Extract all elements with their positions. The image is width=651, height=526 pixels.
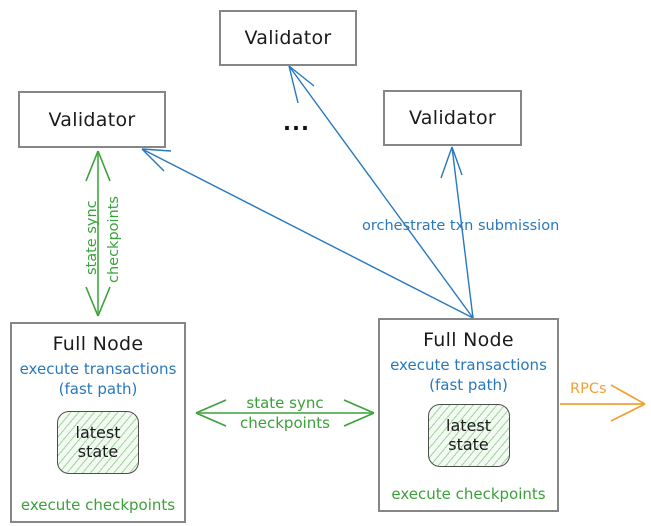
state-sync-horizontal-label-line-2: checkpoints xyxy=(240,414,330,433)
state-sync-vertical-label-line-1: state sync xyxy=(84,200,100,275)
validator-label: Validator xyxy=(48,108,136,131)
latest-state-line-1: latest xyxy=(446,415,491,435)
fullnode-green-line: execute checkpoints xyxy=(391,484,546,503)
fullnode-title: Full Node xyxy=(52,333,144,355)
validator-box-top[interactable]: Validator xyxy=(219,10,357,66)
fullnode-blue-line-1: execute transactions xyxy=(390,356,547,374)
fullnode-blue-line-1: execute transactions xyxy=(19,360,177,378)
orchestrate-txn-submission-label: orchestrate txn submission xyxy=(362,218,560,234)
fullnode-blue-line-2: (fast path) xyxy=(429,375,508,394)
fullnode-blue-line-2: (fast path) xyxy=(58,379,138,398)
validator-label: Validator xyxy=(408,107,496,129)
state-sync-vertical-label-line-2: checkpoints xyxy=(106,196,122,283)
fullnode-title: Full Node xyxy=(423,329,514,351)
fullnode-box-right[interactable]: Full Node execute transactions (fast pat… xyxy=(378,318,559,512)
validators-ellipsis: ... xyxy=(283,111,310,135)
latest-state-line-2: state xyxy=(77,442,119,462)
fullnode-box-left[interactable]: Full Node execute transactions (fast pat… xyxy=(10,322,186,523)
latest-state-box[interactable]: latest state xyxy=(57,410,139,474)
latest-state-line-1: latest xyxy=(75,422,121,442)
validator-box-left[interactable]: Validator xyxy=(18,91,166,148)
latest-state-line-2: state xyxy=(448,435,489,455)
fullnode-green-line: execute checkpoints xyxy=(20,495,176,514)
state-sync-horizontal-label: state sync checkpoints xyxy=(220,393,350,434)
latest-state-box[interactable]: latest state xyxy=(427,403,510,467)
rpcs-label: RPCs xyxy=(570,381,607,397)
state-sync-horizontal-label-line-1: state sync xyxy=(246,394,324,412)
validator-box-right[interactable]: Validator xyxy=(383,90,522,146)
validator-label: Validator xyxy=(244,27,332,49)
